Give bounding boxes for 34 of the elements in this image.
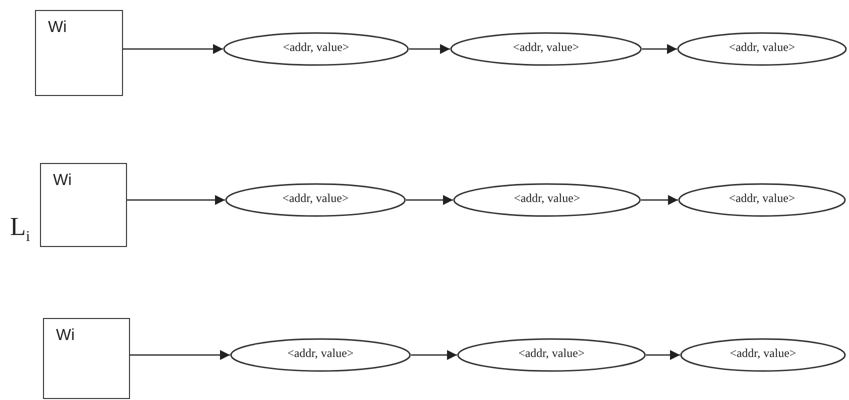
node-label: <addr, value> xyxy=(728,191,796,206)
node-label: <addr, value> xyxy=(728,40,796,55)
node-label: Wi xyxy=(48,19,67,37)
record-ellipse xyxy=(225,183,406,217)
process-box xyxy=(40,163,127,247)
node-label: <addr, value> xyxy=(517,346,586,361)
process-box xyxy=(43,318,130,399)
arrow xyxy=(646,350,680,360)
record-ellipse xyxy=(680,338,846,372)
record-ellipse xyxy=(230,338,411,372)
arrow xyxy=(406,195,453,205)
arrow xyxy=(411,350,457,360)
record-ellipse xyxy=(457,338,646,372)
arrow xyxy=(123,44,223,54)
arrow xyxy=(127,195,225,205)
record-ellipse xyxy=(677,32,847,66)
node-label: <addr, value> xyxy=(512,40,580,55)
arrow xyxy=(130,350,230,360)
node-label: <addr, value> xyxy=(281,191,350,206)
arrow xyxy=(409,44,450,54)
node-label: <addr, value> xyxy=(728,346,798,361)
node-label: Wi xyxy=(53,172,72,190)
record-ellipse xyxy=(450,32,642,66)
process-box xyxy=(35,10,123,96)
arrow xyxy=(641,195,678,205)
node-label: <addr, value> xyxy=(512,191,582,206)
node-label: <addr, value> xyxy=(282,40,350,55)
node-label: <addr, value> xyxy=(286,346,355,361)
record-ellipse xyxy=(223,32,409,66)
list-label: L$_{i}$ xyxy=(10,212,30,246)
record-ellipse xyxy=(453,183,641,217)
arrow xyxy=(642,44,677,54)
node-label: Wi xyxy=(56,327,75,345)
record-ellipse xyxy=(678,183,846,217)
